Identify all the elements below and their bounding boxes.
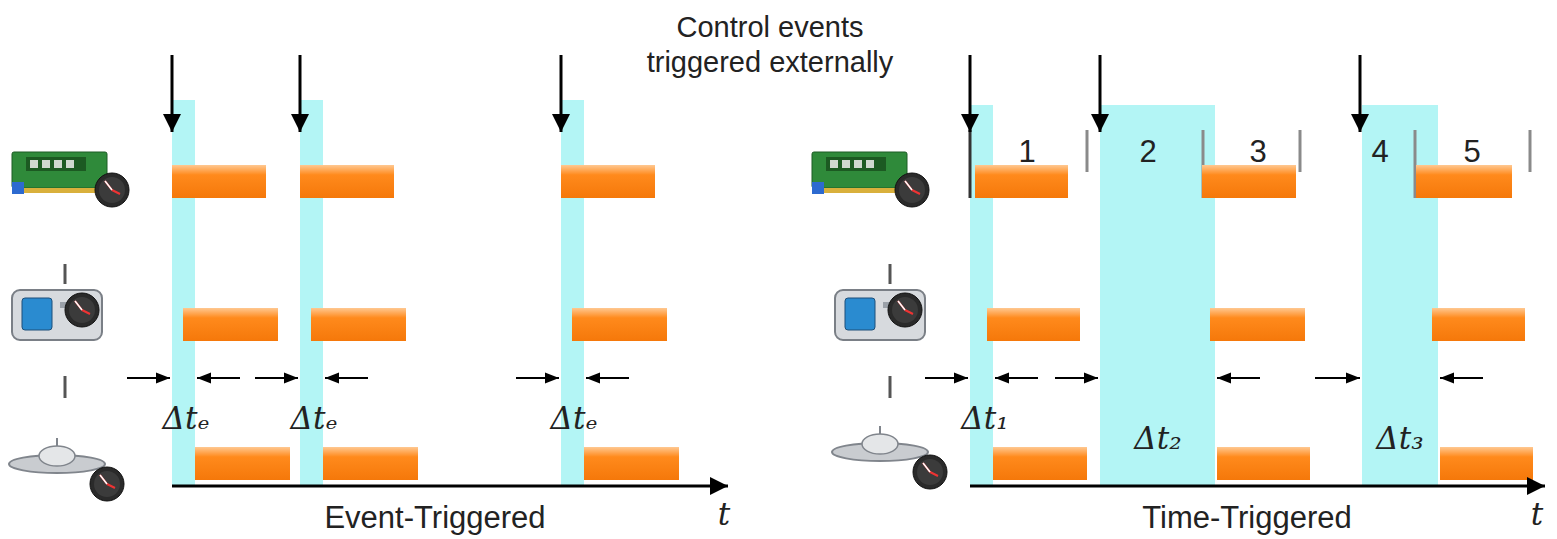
slot-number: 5 — [1463, 135, 1480, 169]
timing-shape — [1440, 377, 1483, 379]
delta-label: Δtₑ — [291, 401, 338, 435]
timing-shape — [299, 55, 302, 132]
time-bands — [970, 105, 1438, 485]
timing-shape — [969, 130, 972, 198]
timing-shape — [925, 377, 968, 379]
time-dimension-arrows — [925, 377, 1483, 379]
timing-shape — [889, 376, 892, 398]
timing-shape — [183, 308, 278, 341]
timing-shape — [323, 447, 418, 480]
slot-number: 2 — [1139, 135, 1156, 169]
event-bars — [172, 165, 679, 480]
slot-number: 4 — [1371, 135, 1388, 169]
timing-shape — [987, 308, 1080, 341]
timing-shape — [1359, 55, 1362, 132]
device-icons-right — [812, 152, 947, 489]
timing-shape — [889, 264, 892, 284]
timing-shape — [127, 377, 170, 379]
timing-shape — [1299, 130, 1302, 172]
time-bars — [975, 165, 1533, 480]
timing-shape — [12, 152, 129, 207]
timing-shape — [64, 376, 67, 398]
axis-label: t — [1531, 497, 1543, 531]
delta-label: Δt₁ — [961, 401, 1008, 435]
time-axis — [172, 485, 728, 488]
timing-shape — [975, 165, 1068, 198]
timing-shape — [197, 377, 240, 379]
timing-shape — [1217, 447, 1310, 480]
timing-shape — [572, 308, 667, 341]
timing-shape — [1210, 308, 1305, 341]
event-bands — [172, 100, 584, 485]
axis-label: t — [718, 497, 730, 531]
timing-shape — [1217, 377, 1260, 379]
timing-shape — [171, 55, 174, 132]
timing-shape — [300, 165, 394, 198]
timing-shape — [993, 447, 1087, 480]
event-dimension-arrows — [127, 377, 629, 379]
timing-shape — [1315, 377, 1360, 379]
timing-shape — [1440, 447, 1533, 480]
timing-shape — [255, 377, 298, 379]
timing-shape — [325, 377, 368, 379]
time-axis — [970, 485, 1545, 488]
delta-label: Δtₑ — [551, 401, 598, 435]
timing-shape — [586, 377, 629, 379]
slot-number: 1 — [1018, 135, 1035, 169]
delta-label: Δt₃ — [1376, 421, 1423, 455]
panel-caption: Event-Triggered — [324, 501, 545, 535]
panel-caption: Time-Triggered — [1142, 501, 1352, 535]
timing-shape — [1362, 105, 1438, 485]
timing-shape — [172, 165, 266, 198]
timing-shape — [1432, 308, 1525, 341]
timing-shape — [969, 55, 972, 132]
timing-shape — [195, 447, 290, 480]
timing-shape — [835, 290, 925, 340]
slot-ticks — [970, 130, 1530, 198]
timing-shape — [9, 438, 124, 501]
timing-shape — [64, 264, 67, 284]
device-icons-left — [9, 152, 129, 501]
timing-shape — [1529, 130, 1532, 172]
timing-shape — [995, 377, 1038, 379]
diagram-title: Control events triggered externally — [620, 10, 920, 80]
timing-shape — [1100, 105, 1215, 485]
timing-shape — [311, 308, 406, 341]
timing-shape — [560, 55, 563, 132]
time-trigger-arrows — [970, 55, 1360, 132]
timing-shape — [1416, 165, 1512, 198]
timing-shape — [1099, 55, 1102, 132]
delta-label: Δtₑ — [163, 401, 210, 435]
timing-shape — [1202, 165, 1296, 198]
timing-shape — [1055, 377, 1098, 379]
timing-shape — [12, 290, 102, 340]
slot-number: 3 — [1249, 135, 1266, 169]
timing-shape — [561, 165, 655, 198]
timing-shape — [516, 377, 559, 379]
timing-shape — [1086, 130, 1089, 172]
timing-shape — [812, 152, 929, 207]
timing-shape — [832, 426, 947, 489]
timing-shape — [584, 447, 679, 480]
event-trigger-arrows — [172, 55, 561, 132]
delta-label: Δt₂ — [1134, 421, 1181, 455]
